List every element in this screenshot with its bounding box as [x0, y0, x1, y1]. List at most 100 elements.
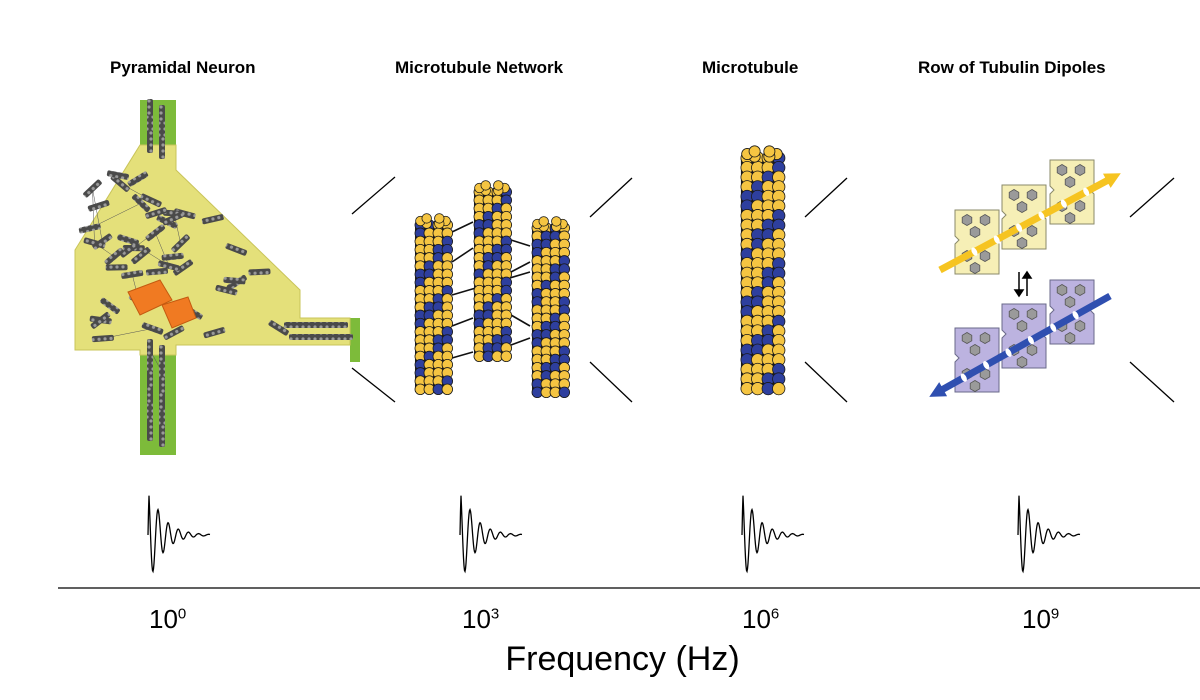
hexagon-icon — [1064, 296, 1076, 308]
microtubule-column — [414, 213, 454, 396]
neuron-microtubule-rod — [145, 224, 166, 242]
neuron-microtubule-rod — [326, 322, 348, 328]
neuron-microtubule-rod — [173, 259, 194, 276]
neuron-microtubule-rod — [225, 243, 248, 256]
tubulin-alpha-subunit — [748, 145, 761, 158]
damped-oscillation-wave — [147, 495, 211, 574]
hexagon-icon — [1064, 332, 1076, 344]
neuron-microtubule-rod — [105, 264, 128, 271]
network-crosslink — [510, 337, 531, 346]
neuron-microtubule-rod — [171, 234, 190, 253]
microtubule-network-illustration — [414, 180, 571, 399]
neuron-microtubule-rod — [141, 322, 164, 335]
neuron-microtubule-rod — [121, 270, 144, 279]
neuron-microtubule-rod — [145, 207, 168, 219]
panel-title-microtubule-network: Microtubule Network — [395, 58, 564, 77]
damped-oscillation-wave — [459, 495, 523, 574]
damped-oscillation-wave — [1017, 495, 1081, 574]
network-crosslink — [451, 247, 474, 263]
tick-label-10-6: 106 — [742, 604, 780, 634]
tubulin-alpha-subunit — [551, 216, 562, 227]
hexagon-icon — [1074, 284, 1086, 296]
dipole-arrow-up — [938, 173, 1121, 274]
neuron-microtubule-rod — [140, 193, 162, 208]
nucleus-icon — [127, 279, 197, 329]
microtubule-illustration — [740, 145, 786, 396]
neuron-microtubule-rod — [92, 233, 113, 250]
neuron-microtubule-rod — [100, 297, 120, 314]
neuron-microtubule-rod — [268, 320, 289, 336]
zoom-lines — [351, 176, 1175, 403]
hexagon-icon — [979, 332, 991, 344]
tick-label-10-9: 109 — [1022, 604, 1060, 634]
tick-label-10-0: 100 — [149, 604, 187, 634]
neuron-microtubule-rod — [106, 170, 129, 180]
neuron-microtubule-rod — [119, 241, 140, 258]
neuron-microtubule-rod — [127, 171, 149, 187]
damped-oscillation-wave — [741, 495, 805, 574]
neuron-microtubule-rod — [78, 223, 101, 234]
hexagon-icon — [1026, 308, 1038, 320]
neuron-microtubule-rod — [163, 325, 185, 340]
tubulin-alpha-subunit — [772, 382, 786, 396]
tubulin-alpha-subunit — [441, 383, 454, 396]
neuron-microtubule-rod — [223, 276, 246, 285]
neuron-microtubule-rod — [87, 200, 110, 212]
neuron-microtubule-rod — [83, 179, 102, 198]
tubulin-alpha-subunit — [421, 213, 432, 224]
neuron-microtubule-rod — [110, 174, 130, 192]
neuron-microtubule-rod — [117, 234, 139, 246]
tubulin-alpha-subunit — [538, 216, 549, 227]
hexagon-icon — [1064, 176, 1076, 188]
hexagon-icon — [961, 214, 973, 226]
neuron-microtubule-rod — [203, 327, 226, 339]
neuron-microtubule-rod — [90, 312, 111, 329]
hexagon-icon — [1026, 344, 1038, 356]
network-crosslink — [451, 221, 474, 233]
network-crosslink — [451, 317, 474, 327]
hexagon-icon — [969, 344, 981, 356]
hexagon-icon — [961, 332, 973, 344]
neuron-microtubule-rod — [159, 425, 165, 447]
tubulin-alpha-subunit — [763, 145, 776, 158]
hexagon-icon — [1008, 189, 1020, 201]
hexagon-icon — [1074, 164, 1086, 176]
pyramidal-neuron-illustration — [74, 99, 360, 455]
hexagon-icon — [1016, 356, 1028, 368]
neuron-microtubule-rod — [104, 247, 124, 266]
hexagon-icon — [1016, 237, 1028, 249]
hexagon-icon — [969, 226, 981, 238]
neuron-microtubule-rod — [157, 260, 180, 272]
axis-label: Frequency (Hz) — [505, 640, 740, 678]
hexagon-icon — [969, 262, 981, 274]
tubulin-beta-subunit — [558, 386, 571, 399]
panel-title-microtubule: Microtubule — [702, 58, 799, 77]
tubulin-dimer — [1049, 279, 1095, 345]
hexagon-icon — [1056, 284, 1068, 296]
tubulin-alpha-subunit — [500, 350, 513, 363]
neuron-filament — [92, 188, 95, 244]
neuron-microtubule-rod — [91, 334, 114, 343]
hexagon-icon — [1056, 164, 1068, 176]
microtubule-column — [473, 180, 513, 363]
neuron-microtubule-rod — [161, 252, 184, 261]
neuron-microtubule-rod — [215, 284, 238, 296]
hexagon-icon — [1016, 201, 1028, 213]
neuron-microtubules — [78, 99, 353, 447]
panel-title-pyramidal-neuron: Pyramidal Neuron — [110, 58, 256, 77]
neuron-microtubule-rod — [201, 214, 224, 225]
hexagon-icon — [979, 214, 991, 226]
network-crosslink — [510, 261, 531, 273]
tubulin-alpha-subunit — [480, 180, 491, 191]
hexagon-icon — [1026, 189, 1038, 201]
hexagon-icon — [969, 380, 981, 392]
neuron-microtubule-rod — [147, 419, 153, 441]
network-crosslink — [510, 239, 531, 247]
tubulin-alpha-subunit — [493, 180, 504, 191]
hexagon-icon — [1026, 225, 1038, 237]
network-crosslink — [451, 351, 474, 359]
dipole-arrow-down — [929, 292, 1112, 397]
neuron-microtubule-rod — [145, 267, 169, 276]
